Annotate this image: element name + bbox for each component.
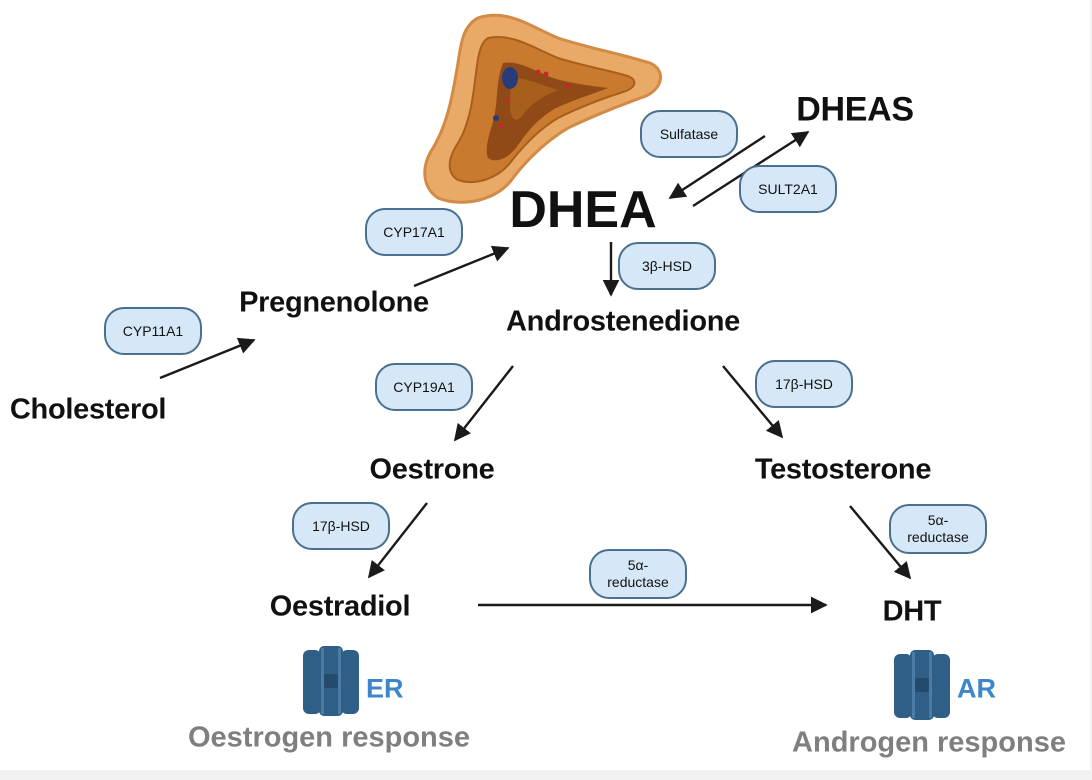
arrow-pregnenolone-dhea (413, 245, 510, 288)
node-oestrone: Oestrone (369, 453, 495, 486)
node-cholesterol: Cholesterol (9, 393, 167, 426)
node-testosterone: Testosterone (754, 453, 932, 486)
ar-receptor-icon (894, 650, 950, 720)
node-dhea: DHEA (509, 181, 657, 239)
enzyme-sult2a1: SULT2A1 (739, 165, 837, 213)
oestrogen-response: Oestrogen response (187, 721, 471, 754)
arrow-androstenedione-oestrone (453, 365, 514, 442)
enzyme-sulfatase: Sulfatase (640, 110, 738, 158)
enzyme-17b-hsd-right: 17β-HSD (755, 360, 853, 408)
enzyme-cyp19a1: CYP19A1 (375, 363, 473, 411)
node-androstenedione: Androstenedione (506, 305, 740, 338)
arrow-dheas-dhea (668, 134, 766, 200)
adrenal-gland-icon (423, 13, 662, 204)
node-dheas: DHEAS (796, 90, 914, 129)
node-dht: DHT (882, 595, 942, 628)
er-label: ER (366, 673, 404, 704)
arrow-cholesterol-pregnenolone (159, 337, 256, 380)
node-pregnenolone: Pregnenolone (239, 286, 429, 319)
ar-label: AR (957, 673, 996, 704)
enzyme-cyp11a1: CYP11A1 (104, 307, 202, 355)
androgen-response: Androgen response (792, 726, 1066, 759)
enzyme-17b-hsd-left: 17β-HSD (292, 502, 390, 550)
enzyme-3b-hsd: 3β-HSD (618, 242, 716, 290)
enzyme-cyp17a1: CYP17A1 (365, 208, 463, 256)
node-oestradiol: Oestradiol (269, 590, 411, 623)
arrow-androstenedione-testosterone (722, 365, 784, 439)
arrow-oestrone-oestradiol (367, 502, 428, 579)
enzyme-5a-reductase-right: 5α- reductase (889, 504, 987, 554)
enzyme-5a-reductase-mid: 5α- reductase (589, 549, 687, 599)
arrow-testosterone-dht (849, 505, 912, 580)
er-receptor-icon (303, 646, 359, 716)
